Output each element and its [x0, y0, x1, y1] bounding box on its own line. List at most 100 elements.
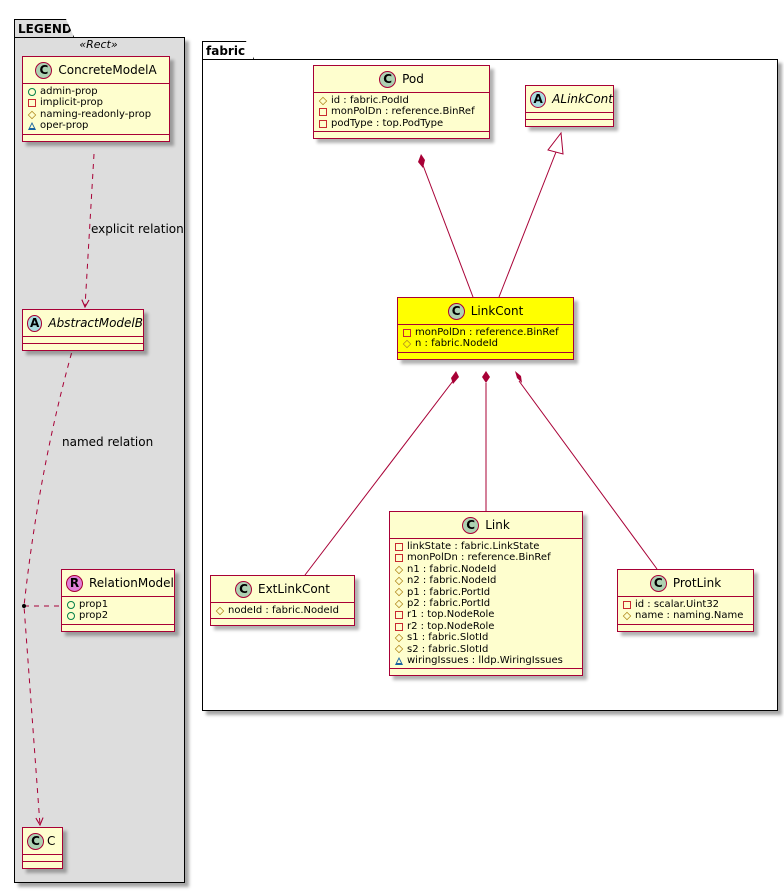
package-visibility-icon — [28, 121, 36, 130]
protected-visibility-icon — [394, 645, 404, 654]
abstract-badge-icon: A — [530, 90, 547, 108]
attribute-text: admin-prop — [40, 86, 98, 97]
protected-visibility-icon — [394, 599, 404, 608]
attribute-row: r1 : top.NodeRole — [395, 609, 578, 620]
class-badge-icon: C — [462, 516, 480, 534]
attribute-row: implicit-prop — [28, 97, 165, 108]
legend-stereotype: «Rect» — [79, 38, 118, 51]
attribute-row: monPolDn : reference.BinRef — [319, 106, 485, 117]
private-visibility-icon — [395, 554, 403, 563]
attribute-text: p2 : fabric.PortId — [407, 598, 491, 610]
private-visibility-icon — [395, 542, 403, 551]
private-visibility-icon — [623, 600, 631, 609]
attribute-text: prop1 — [79, 599, 109, 610]
private-visibility-icon — [395, 622, 403, 631]
attribute-row: n : fabric.NodeId — [402, 338, 569, 350]
attribute-row: naming-readonly-prop — [27, 108, 165, 120]
attribute-row: monPolDn : reference.BinRef — [395, 552, 578, 563]
class-badge-icon: C — [235, 580, 252, 598]
private-visibility-icon — [319, 119, 327, 128]
class-name: ProtLink — [672, 576, 722, 590]
attribute-row: linkState : fabric.LinkState — [395, 541, 578, 552]
attribute-row: s2 : fabric.SlotId — [394, 644, 578, 655]
attribute-row: id : fabric.PodId — [318, 95, 485, 106]
attribute-row: n1 : fabric.NodeId — [394, 563, 578, 575]
private-visibility-icon — [403, 328, 411, 337]
attribute-row: id : scalar.Uint32 — [623, 599, 749, 610]
class-name: Pod — [402, 72, 424, 86]
attribute-row: prop2 — [67, 610, 170, 621]
edge-label-explicit-relation: explicit relation — [91, 222, 184, 236]
attribute-text: nodeId : fabric.NodeId — [228, 605, 339, 616]
attribute-row: prop1 — [67, 599, 170, 610]
attribute-text: name : naming.Name — [635, 610, 744, 622]
protected-visibility-icon — [394, 633, 404, 643]
class-name: AbstractModelB — [48, 316, 143, 330]
class-badge-icon: C — [447, 302, 465, 320]
fabric-package-tab: fabric — [202, 41, 254, 59]
private-visibility-icon — [395, 611, 403, 620]
class-badge-icon: C — [379, 70, 397, 88]
class-name: C — [47, 834, 56, 848]
attribute-text: monPolDn : reference.BinRef — [415, 327, 559, 338]
attribute-text: naming-readonly-prop — [40, 108, 152, 120]
attribute-text: r1 : top.NodeRole — [407, 609, 495, 621]
attribute-row: r2 : top.NodeRole — [395, 621, 578, 632]
attribute-text: id : fabric.PodId — [331, 95, 409, 106]
attribute-row: p2 : fabric.PortId — [394, 598, 578, 610]
class-name: RelationModel — [89, 576, 174, 590]
public-visibility-icon — [28, 87, 36, 96]
attribute-list: nodeId : fabric.NodeId — [211, 603, 354, 620]
attribute-row: oper-prop — [28, 120, 165, 131]
legend-package-tab: LEGEND — [14, 19, 74, 37]
protected-visibility-icon — [394, 565, 404, 574]
attribute-text: n1 : fabric.NodeId — [407, 563, 497, 575]
attribute-text: implicit-prop — [40, 97, 103, 109]
attribute-row: n2 : fabric.NodeId — [394, 575, 578, 587]
public-visibility-icon — [67, 612, 75, 621]
attribute-row: monPolDn : reference.BinRef — [403, 327, 569, 338]
protected-visibility-icon — [27, 110, 37, 119]
attribute-row: admin-prop — [28, 86, 165, 97]
protected-visibility-icon — [215, 606, 225, 615]
protected-visibility-icon — [402, 339, 412, 349]
package-visibility-icon — [395, 656, 403, 665]
class-abstract-model-b[interactable]: A AbstractModelB — [22, 309, 144, 351]
private-visibility-icon — [319, 108, 327, 117]
class-name: ExtLinkCont — [258, 582, 330, 596]
attribute-row: name : naming.Name — [622, 610, 749, 622]
attribute-row: p1 : fabric.PortId — [394, 586, 578, 598]
attribute-text: wiringIssues : lldp.WiringIssues — [407, 655, 563, 667]
attribute-text: oper-prop — [40, 120, 89, 132]
class-badge-icon: C — [35, 61, 53, 79]
attribute-row: wiringIssues : lldp.WiringIssues — [395, 655, 578, 666]
class-extlinkcont[interactable]: C ExtLinkCont nodeId : fabric.NodeId — [210, 575, 355, 627]
attribute-text: monPolDn : reference.BinRef — [331, 106, 475, 118]
attribute-text: n2 : fabric.NodeId — [407, 575, 497, 587]
attribute-text: r2 : top.NodeRole — [407, 620, 495, 632]
attribute-text: n : fabric.NodeId — [415, 338, 499, 350]
attribute-row: podType : top.PodType — [319, 118, 485, 129]
protected-visibility-icon — [394, 588, 404, 597]
protected-visibility-icon — [394, 576, 404, 586]
abstract-badge-icon: A — [27, 314, 43, 332]
attribute-text: p1 : fabric.PortId — [407, 586, 491, 598]
edge-label-named-relation: named relation — [62, 435, 154, 449]
relation-badge-icon: R — [66, 574, 83, 592]
private-visibility-icon — [28, 99, 36, 108]
attribute-text: monPolDn : reference.BinRef — [407, 552, 551, 564]
